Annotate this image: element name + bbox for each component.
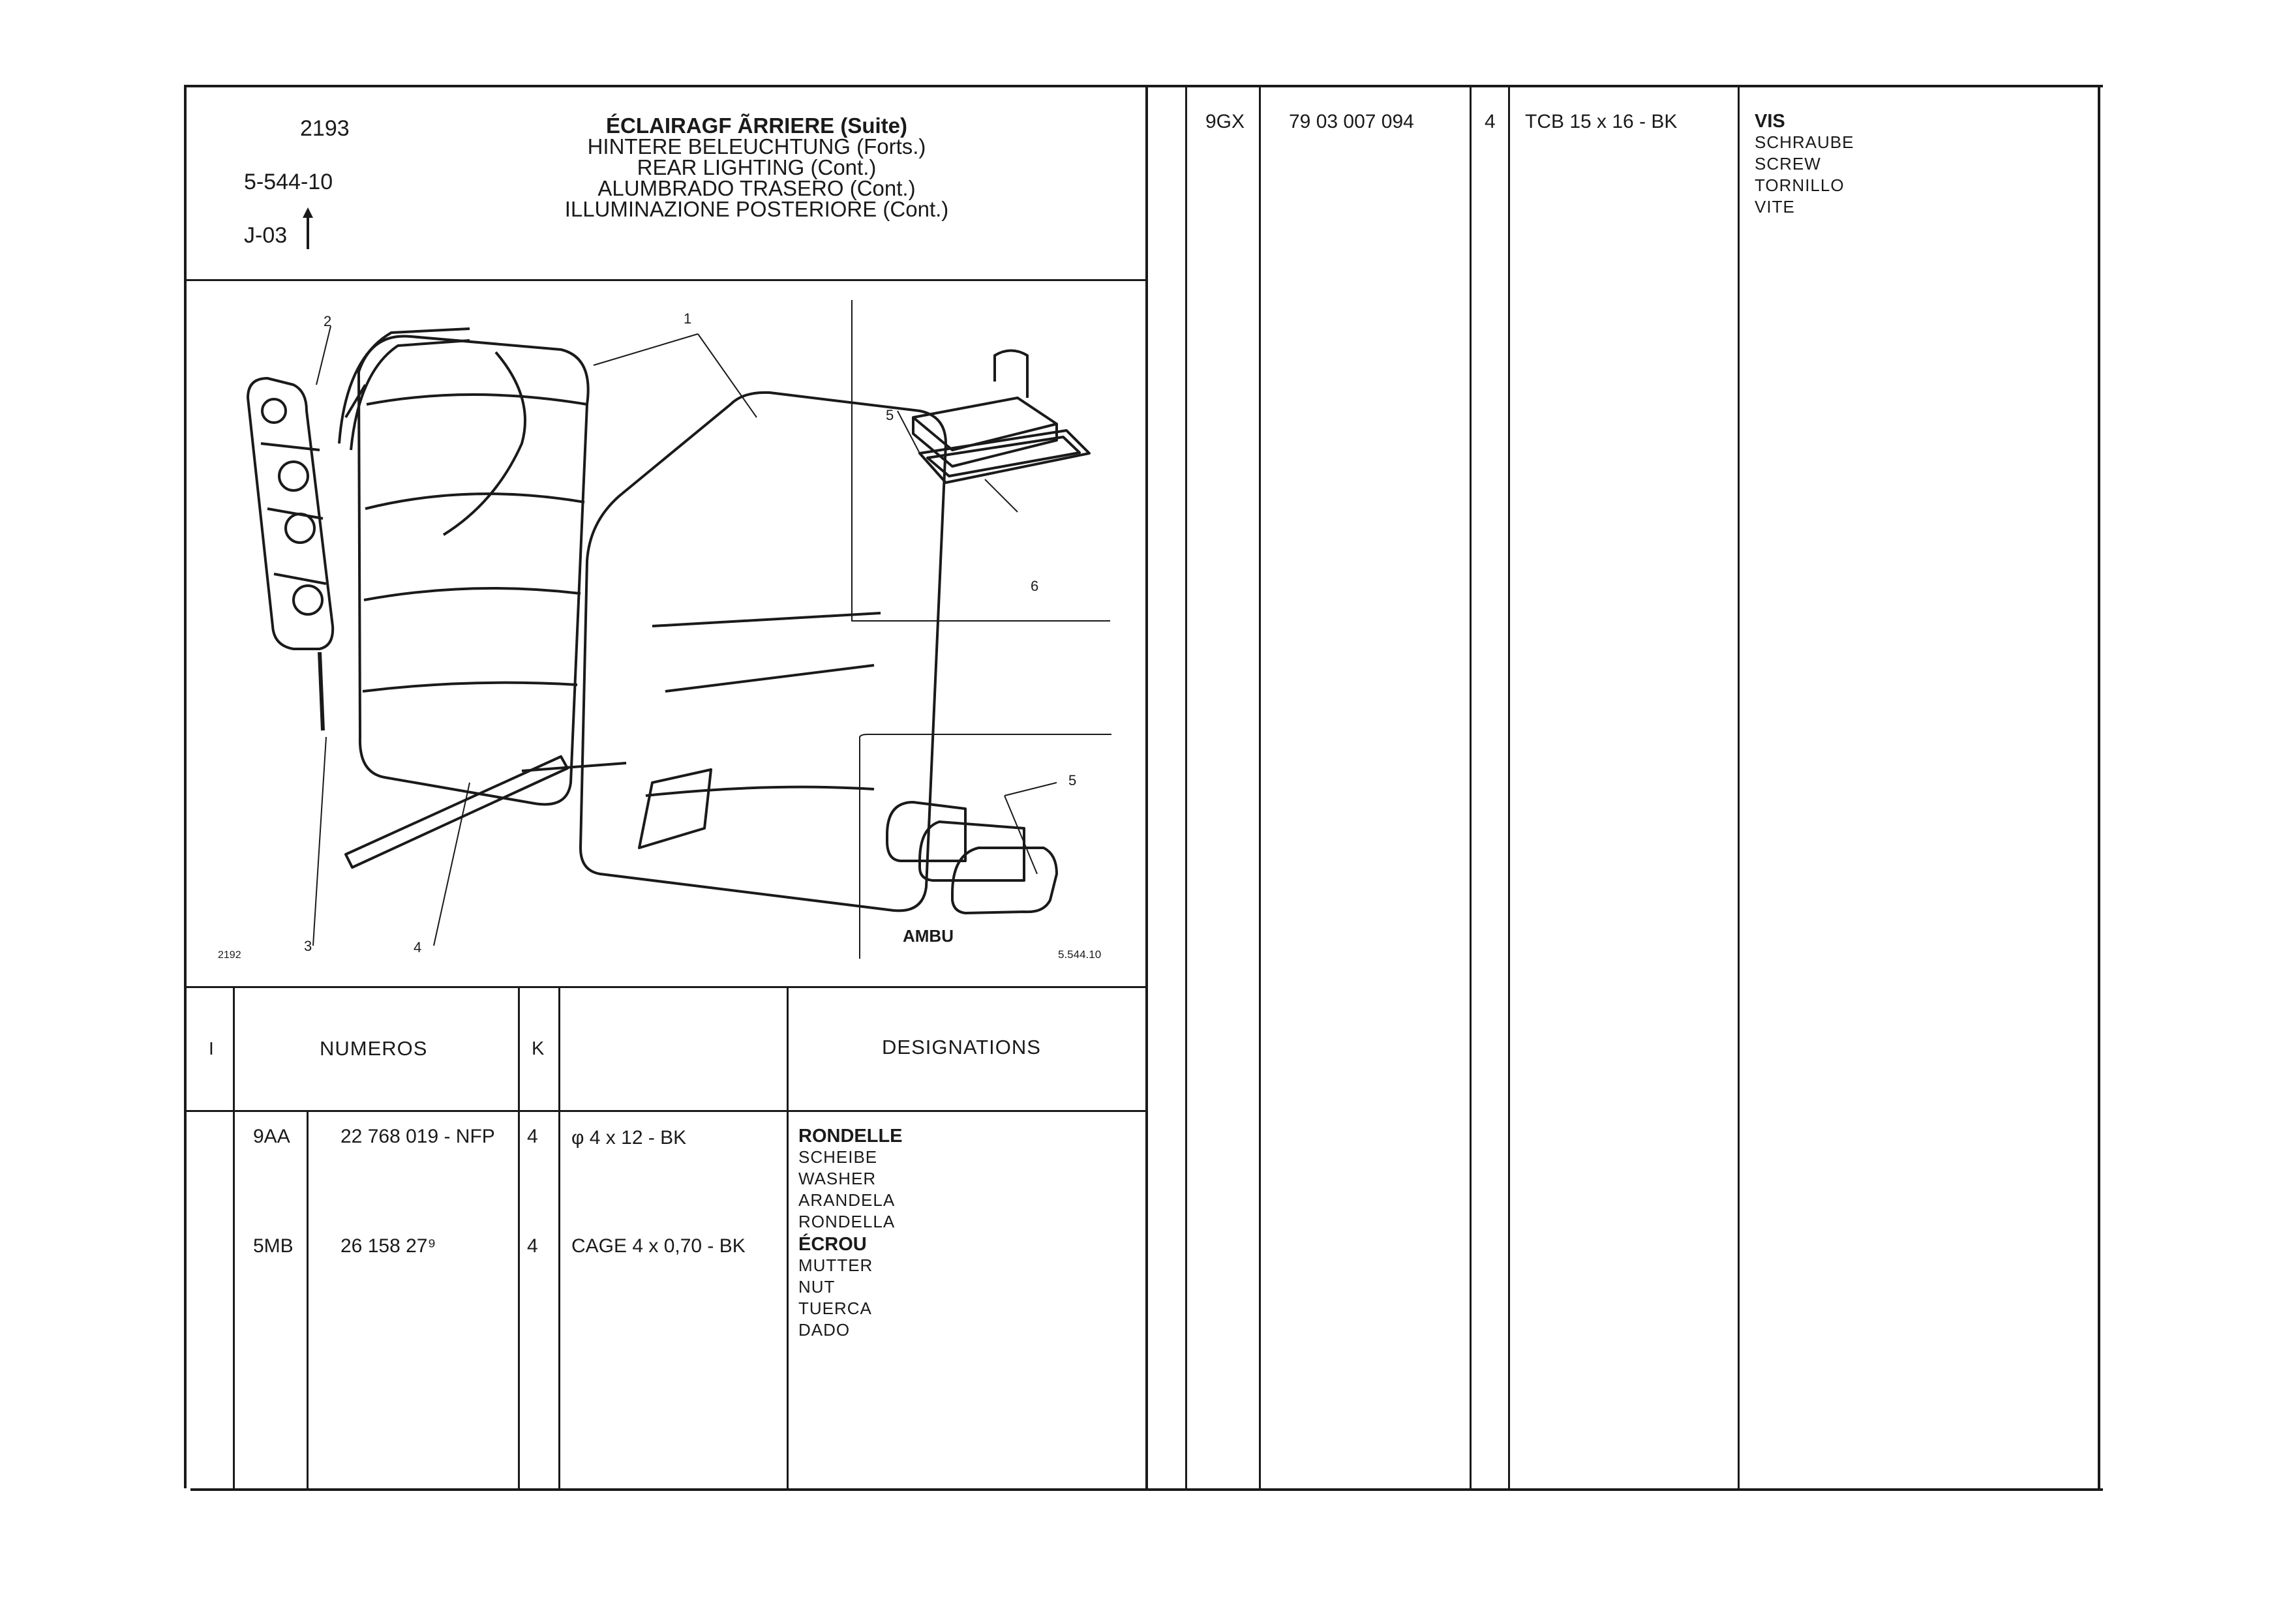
- callout-6: 6: [1031, 578, 1039, 594]
- designation-es: TUERCA: [798, 1299, 872, 1318]
- title-fr: ÉCLAIRAGF ÃRRIERE (Suite): [606, 113, 907, 138]
- part-code: 9AA: [253, 1126, 290, 1147]
- designation-es: ARANDELA: [798, 1190, 896, 1210]
- designation-en: NUT: [798, 1277, 836, 1297]
- part-spec: φ 4 x 12 - BK: [571, 1127, 687, 1149]
- part-spec: CAGE 4 x 0,70 - BK: [571, 1235, 746, 1257]
- reference-number: 5-544-10: [244, 170, 333, 194]
- part-quantity: 4: [1485, 111, 1496, 132]
- plate-number-left: 2192: [218, 950, 241, 961]
- designation-en: SCREW: [1755, 154, 1821, 173]
- rear-lamp-drawing: [247, 300, 1111, 959]
- part-code: 5MB: [253, 1235, 294, 1257]
- part-number: 79 03 007 094: [1289, 111, 1414, 132]
- designation-de: SCHEIBE: [798, 1147, 878, 1167]
- callout-5-bottom: 5: [1068, 772, 1077, 788]
- header-k: K: [532, 1038, 545, 1059]
- part-designation: VIS SCHRAUBE SCREW TORNILLO VITE: [1755, 111, 1854, 218]
- designation-en: WASHER: [798, 1169, 877, 1188]
- designation-fr: RONDELLE: [798, 1126, 903, 1147]
- designation-it: DADO: [798, 1320, 851, 1340]
- part-designation: RONDELLE SCHEIBE WASHER ARANDELA RONDELL…: [798, 1126, 903, 1233]
- title-es: ALUMBRADO TRASERO (Cont.): [597, 176, 916, 200]
- callout-3: 3: [304, 938, 312, 954]
- inset-label: AMBU: [903, 926, 954, 946]
- header-designations: DESIGNATIONS: [882, 1036, 1041, 1059]
- part-number: 26 158 27⁹: [340, 1235, 436, 1257]
- part-code: 9GX: [1205, 111, 1245, 132]
- part-designation: ÉCROU MUTTER NUT TUERCA DADO: [798, 1234, 873, 1341]
- designation-fr: VIS: [1755, 111, 1785, 132]
- designation-it: VITE: [1755, 197, 1795, 217]
- part-number: 22 768 019 - NFP: [340, 1126, 495, 1147]
- callout-5-top: 5: [886, 407, 894, 423]
- designation-fr: ÉCROU: [798, 1234, 867, 1255]
- designation-it: RONDELLA: [798, 1212, 896, 1231]
- callout-2: 2: [324, 313, 332, 329]
- designation-es: TORNILLO: [1755, 175, 1845, 195]
- section-titles: ÉCLAIRAGF ÃRRIERE (Suite) HINTERE BELEUC…: [457, 115, 1057, 220]
- callout-4: 4: [414, 939, 422, 955]
- part-quantity: 4: [527, 1126, 538, 1147]
- reference-j: J-03: [244, 223, 288, 248]
- title-de: HINTERE BELEUCHTUNG (Forts.): [587, 134, 926, 158]
- title-it: ILLUMINAZIONE POSTERIORE (Cont.): [564, 197, 949, 221]
- header-i: I: [209, 1038, 214, 1059]
- part-spec: TCB 15 x 16 - BK: [1525, 111, 1678, 132]
- designation-de: SCHRAUBE: [1755, 132, 1854, 152]
- callout-1: 1: [684, 310, 692, 327]
- part-quantity: 4: [527, 1235, 538, 1257]
- group-number: 2193: [300, 116, 350, 141]
- arrow-up-icon: [303, 207, 313, 249]
- plate-number-right: 5.544.10: [1058, 948, 1102, 961]
- header-numeros: NUMEROS: [320, 1037, 428, 1060]
- designation-de: MUTTER: [798, 1255, 873, 1275]
- title-en: REAR LIGHTING (Cont.): [637, 155, 877, 179]
